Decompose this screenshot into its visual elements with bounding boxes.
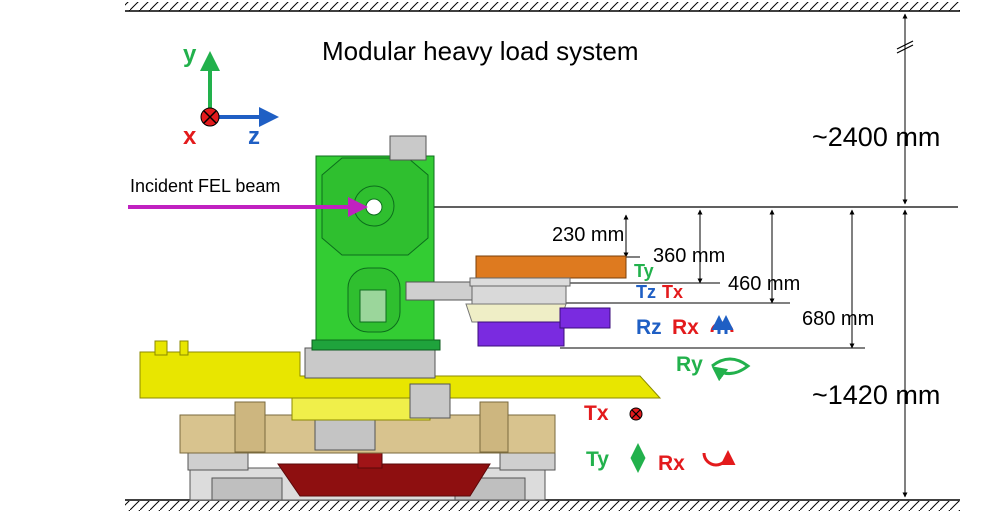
x-axis-label: x [183, 123, 197, 150]
motion-ty-lower: Ty [586, 448, 609, 471]
motion-ry: Ry [676, 353, 703, 376]
motion-ty-top: Ty [634, 261, 654, 281]
rotation-rx-lower-icon [702, 450, 736, 467]
beam-label: Incident FEL beam [130, 176, 280, 196]
floor [125, 499, 960, 511]
motion-tx-lower: Tx [584, 402, 609, 425]
dim-360-label: 360 mm [653, 245, 725, 267]
diagram-title: Modular heavy load system [322, 36, 638, 66]
green-goniometer [311, 135, 475, 351]
dim-460-label: 460 mm [728, 273, 800, 295]
beam-aperture [365, 198, 383, 216]
bottom-carriage [187, 427, 556, 501]
dim-230-label: 230 mm [552, 224, 624, 246]
motion-rz: Rz [636, 316, 662, 339]
coordinate-frame: y x z [183, 41, 279, 150]
grey-turntable [304, 347, 436, 379]
yellow-beam [139, 340, 662, 421]
tan-frame [179, 401, 556, 454]
motion-rx-lower: Rx [658, 452, 685, 475]
motion-tx-upper: Tx [662, 282, 683, 302]
y-axis-label: y [183, 41, 197, 68]
z-axis-label: z [248, 123, 260, 150]
dim-680-label: 680 mm [802, 308, 874, 330]
dimension-arrows [623, 13, 914, 498]
orange-stage [469, 255, 627, 287]
ceiling-height-label: ~2400 mm [812, 122, 940, 152]
ceiling [125, 2, 960, 12]
machine-assembly [139, 135, 662, 501]
incident-beam: Incident FEL beam [128, 176, 368, 217]
rotation-rz-rx-icon [710, 315, 734, 334]
motion-tz: Tz [636, 282, 656, 302]
floor-height-label: ~1420 mm [812, 380, 940, 410]
tx-into-page-icon [629, 407, 643, 421]
motion-rx-upper: Rx [672, 316, 699, 339]
rotation-ry-icon [711, 357, 751, 382]
purple-stage [465, 285, 611, 347]
